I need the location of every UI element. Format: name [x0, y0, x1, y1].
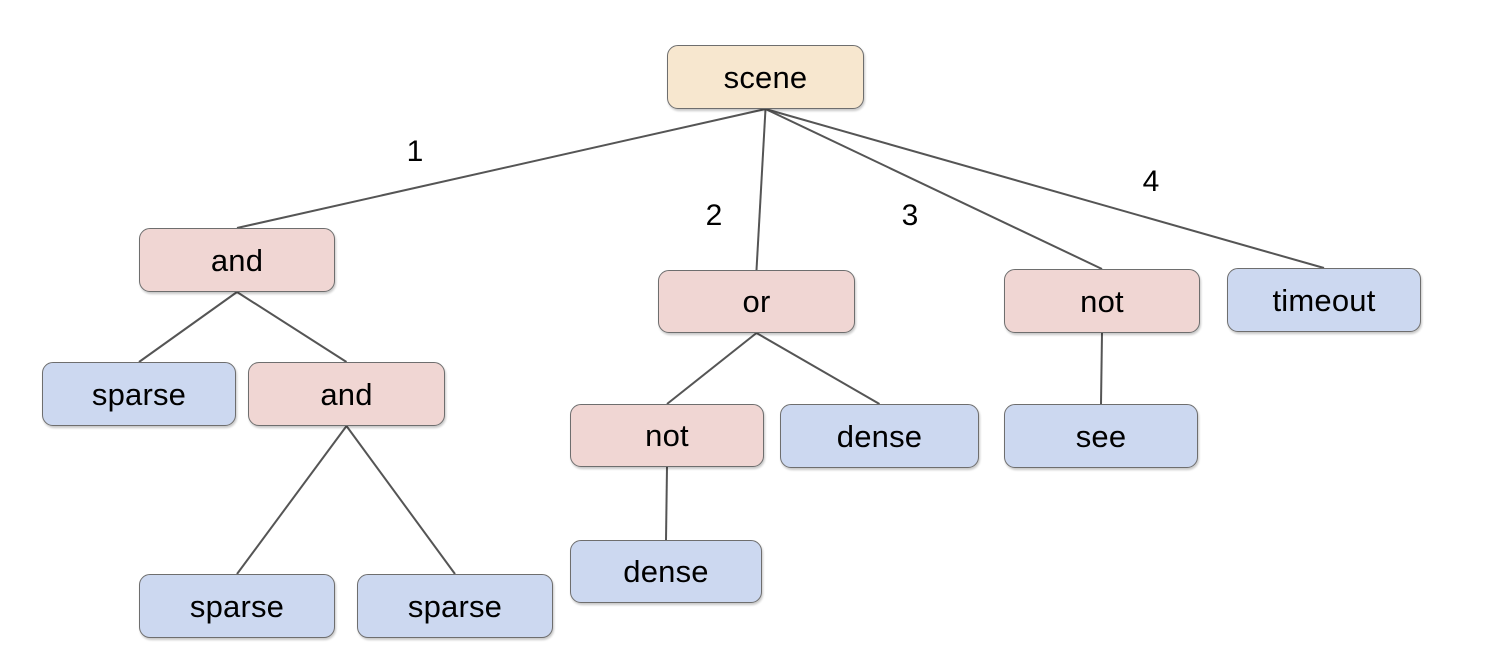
- tree-node-or1[interactable]: or: [658, 270, 855, 333]
- tree-node-dense2[interactable]: dense: [570, 540, 762, 603]
- tree-node-dense1[interactable]: dense: [780, 404, 979, 468]
- edge-not1-to-see1: [1100, 332, 1103, 405]
- tree-node-label: scene: [723, 59, 808, 95]
- edge-label-4: 4: [1142, 165, 1160, 198]
- edge-label-2: 2: [705, 199, 723, 232]
- tree-node-label: not: [645, 418, 689, 453]
- tree-node-sparse1[interactable]: sparse: [42, 362, 236, 426]
- tree-node-label: not: [1080, 283, 1124, 319]
- tree-node-sparse3[interactable]: sparse: [357, 574, 553, 638]
- edge-or1-to-dense1: [756, 332, 880, 405]
- tree-node-not2[interactable]: not: [570, 404, 764, 467]
- tree-node-label: sparse: [189, 588, 285, 624]
- tree-node-and2[interactable]: and: [248, 362, 445, 426]
- tree-node-scene[interactable]: scene: [667, 45, 864, 109]
- tree-node-timeout1[interactable]: timeout: [1227, 268, 1421, 332]
- edge-and2-to-sparse2: [236, 425, 348, 575]
- edge-scene-to-not1: [765, 108, 1103, 270]
- tree-node-see1[interactable]: see: [1004, 404, 1198, 468]
- tree-node-label: or: [742, 284, 771, 319]
- tree-node-label: sparse: [407, 588, 503, 624]
- tree-node-sparse2[interactable]: sparse: [139, 574, 335, 638]
- edge-or1-to-not2: [666, 332, 758, 405]
- tree-node-not1[interactable]: not: [1004, 269, 1200, 333]
- edge-scene-to-or1: [755, 108, 767, 271]
- tree-node-label: and: [320, 376, 373, 412]
- tree-node-label: dense: [623, 554, 709, 589]
- edge-not2-to-dense2: [665, 466, 668, 541]
- tree-node-and1[interactable]: and: [139, 228, 335, 292]
- edge-and2-to-sparse3: [345, 425, 456, 575]
- edge-and1-to-sparse1: [138, 291, 238, 363]
- edge-scene-to-timeout1: [765, 108, 1325, 269]
- tree-node-label: dense: [836, 418, 923, 454]
- tree-node-label: see: [1075, 418, 1127, 454]
- tree-node-label: sparse: [91, 376, 187, 412]
- edge-scene-to-and1: [236, 108, 766, 229]
- edge-label-1: 1: [406, 135, 424, 168]
- edge-and1-to-and2: [236, 291, 348, 363]
- edge-label-3: 3: [901, 199, 919, 232]
- tree-node-label: timeout: [1272, 282, 1376, 318]
- tree-node-label: and: [210, 242, 264, 278]
